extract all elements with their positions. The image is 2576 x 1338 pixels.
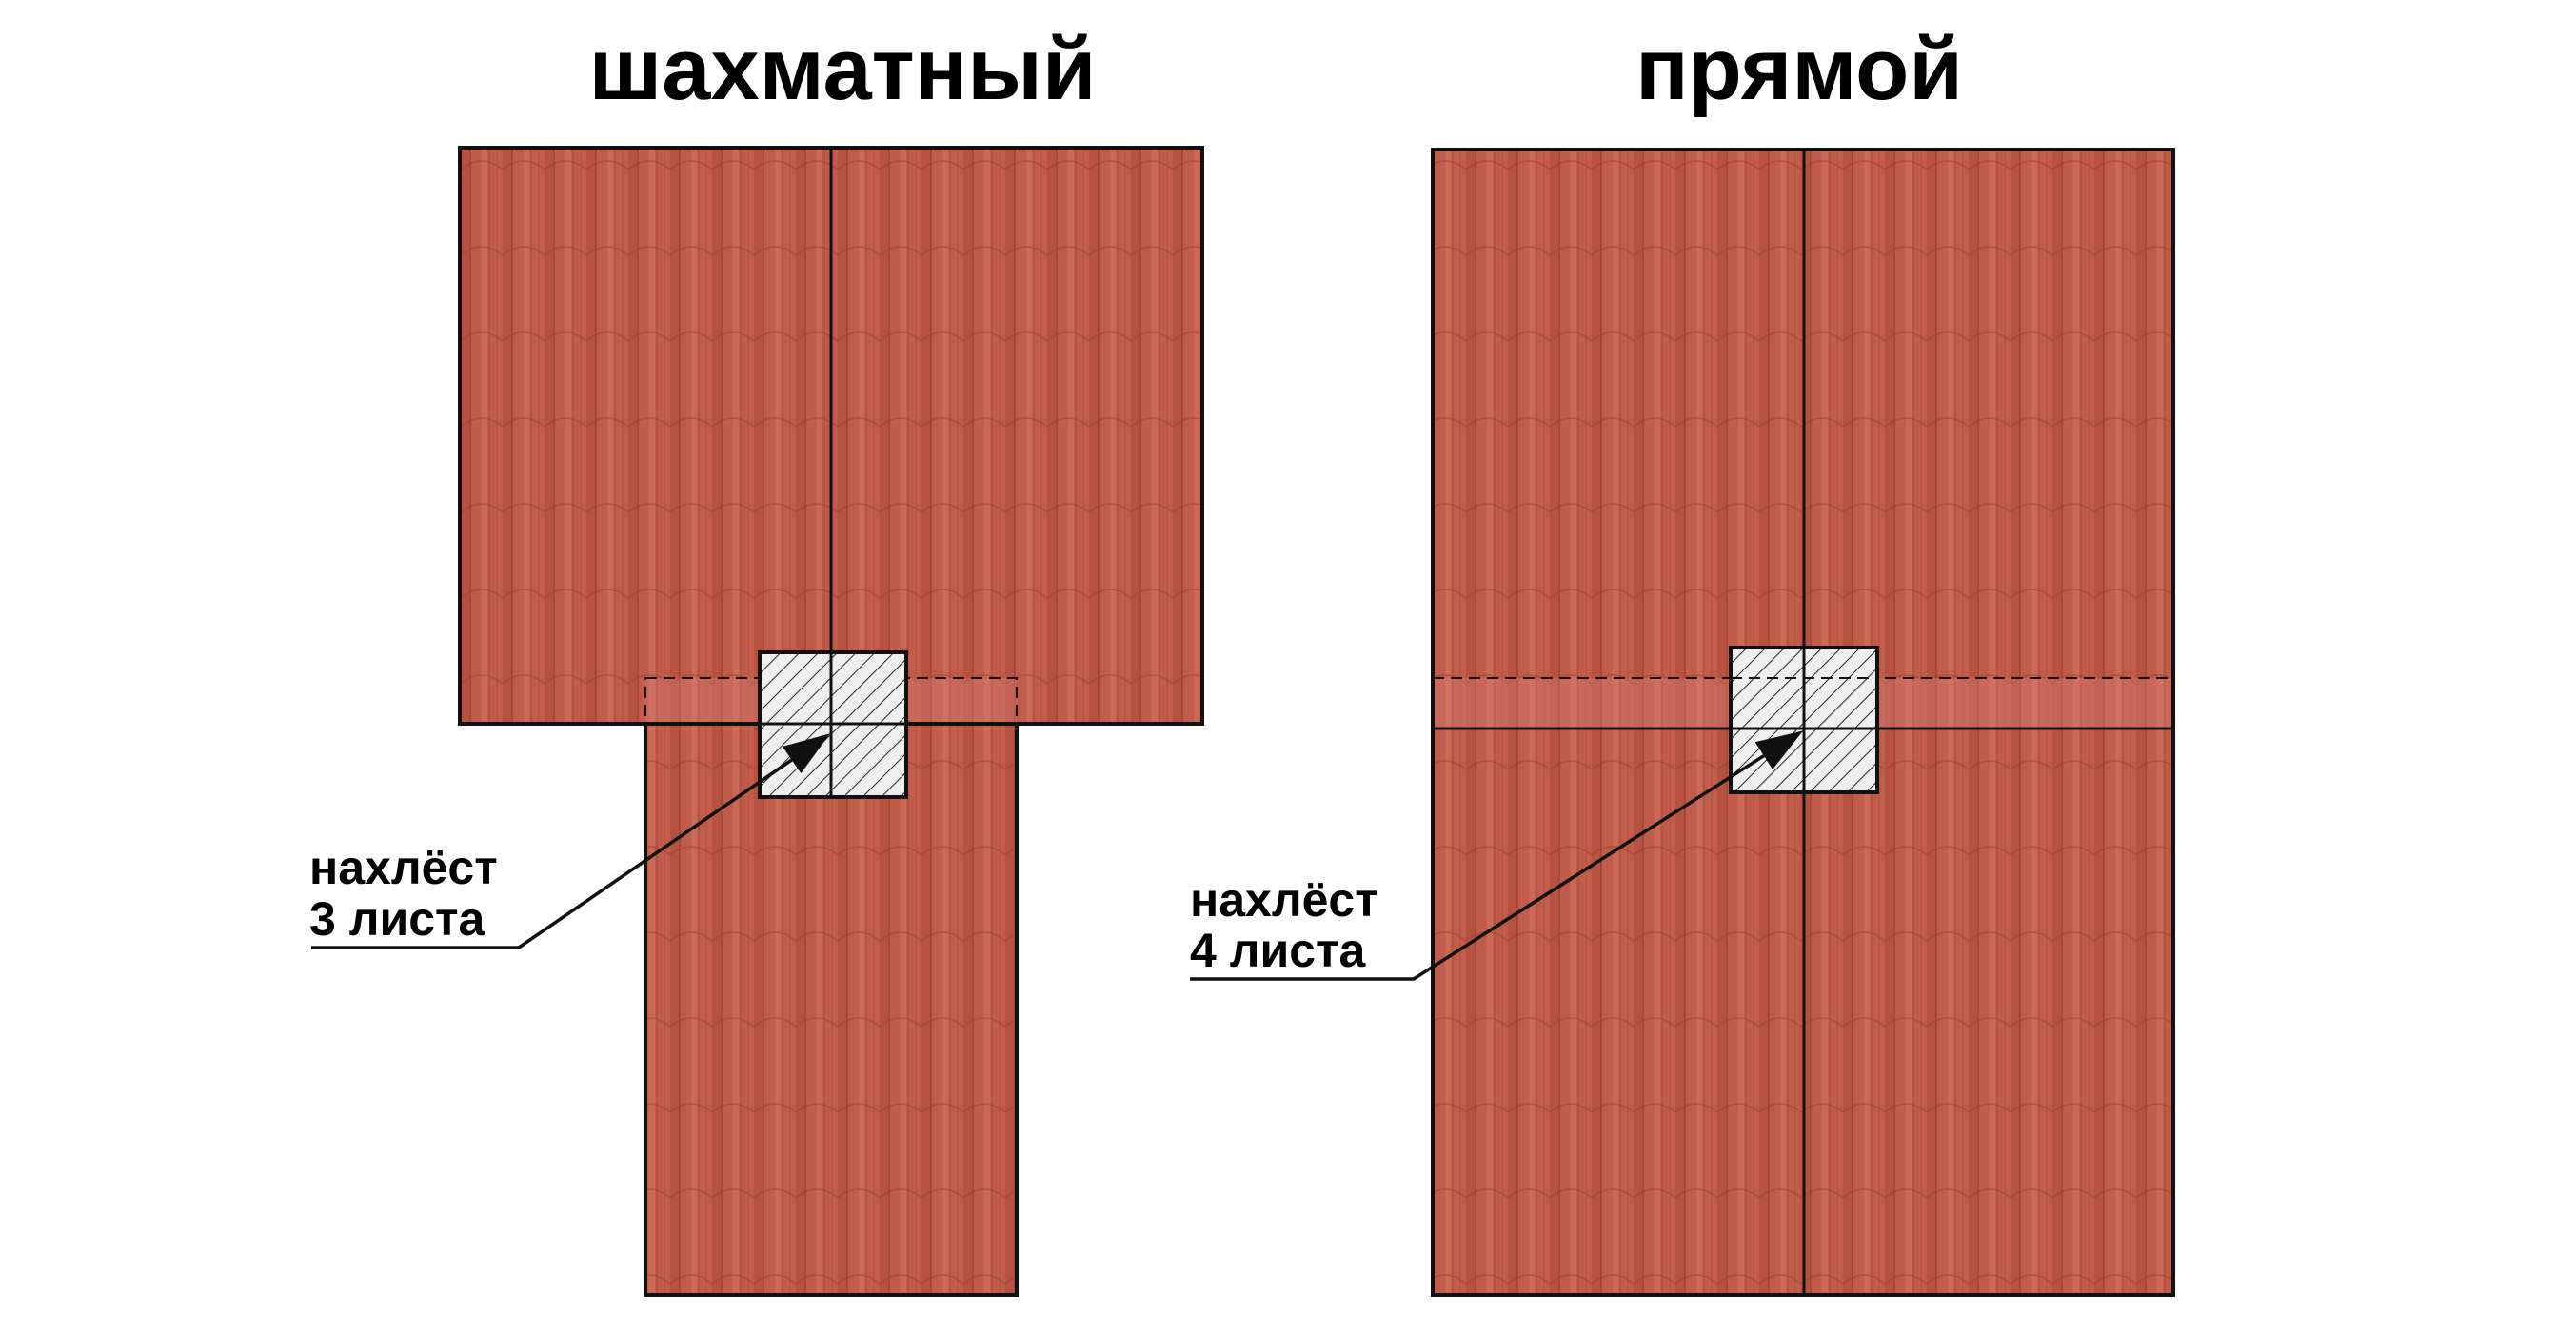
- sheet-r-bottom-right: [1804, 729, 2173, 1295]
- sheet-r-bottom-left: [1433, 729, 1804, 1295]
- callout-leader-staggered: [311, 733, 831, 949]
- sheet-top-left: [460, 148, 831, 724]
- callout-straight-line2: 4 листа: [1190, 924, 1366, 977]
- title-straight: прямой: [1635, 21, 1963, 118]
- staggered-layout: нахлёст 3 листа: [309, 146, 1204, 1297]
- callout-staggered-line1: нахлёст: [309, 841, 498, 894]
- title-staggered: шахматный: [589, 21, 1097, 118]
- callout-straight-line1: нахлёст: [1190, 873, 1378, 927]
- callout-staggered-line2: 3 листа: [309, 892, 485, 946]
- sheet-r-top-right: [1804, 150, 2173, 729]
- sheet-r-top-left: [1433, 150, 1804, 729]
- sheet-bottom: [645, 724, 1017, 1295]
- sheet-top-right: [831, 148, 1202, 724]
- straight-layout: нахлёст 4 листа: [1190, 148, 2175, 1297]
- callout-leader-straight: [1190, 730, 1804, 981]
